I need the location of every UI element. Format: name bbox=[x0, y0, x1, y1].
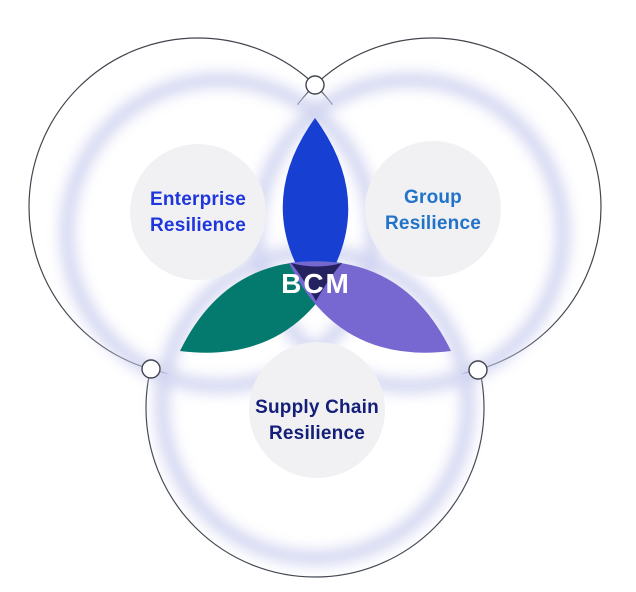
supply-chain-label-line1: Supply Chain bbox=[255, 397, 379, 418]
supply-chain-label-line2: Resilience bbox=[268, 423, 365, 444]
group-resilience-label: Group Resilience bbox=[385, 185, 481, 237]
enterprise-label-line1: Enterprise bbox=[150, 189, 246, 210]
bcm-center-label: BCM bbox=[281, 268, 351, 299]
enterprise-label-backdrop bbox=[130, 144, 266, 280]
group-label-backdrop bbox=[365, 141, 501, 277]
triple-overlap-core bbox=[291, 263, 342, 301]
junction-node-right bbox=[468, 360, 488, 380]
junction-node-top bbox=[305, 75, 325, 95]
junction-node-left bbox=[141, 359, 161, 379]
enterprise-group-overlap-petal bbox=[282, 118, 349, 298]
group-label-line2: Resilience bbox=[385, 213, 481, 234]
supply-chain-label-backdrop bbox=[249, 342, 385, 478]
group-supply-overlap-petal bbox=[289, 261, 451, 353]
enterprise-label-line2: Resilience bbox=[150, 215, 246, 236]
supply-chain-resilience-label: Supply Chain Resilience bbox=[255, 395, 379, 447]
group-label-line1: Group bbox=[404, 187, 462, 208]
enterprise-resilience-label: Enterprise Resilience bbox=[150, 187, 246, 239]
